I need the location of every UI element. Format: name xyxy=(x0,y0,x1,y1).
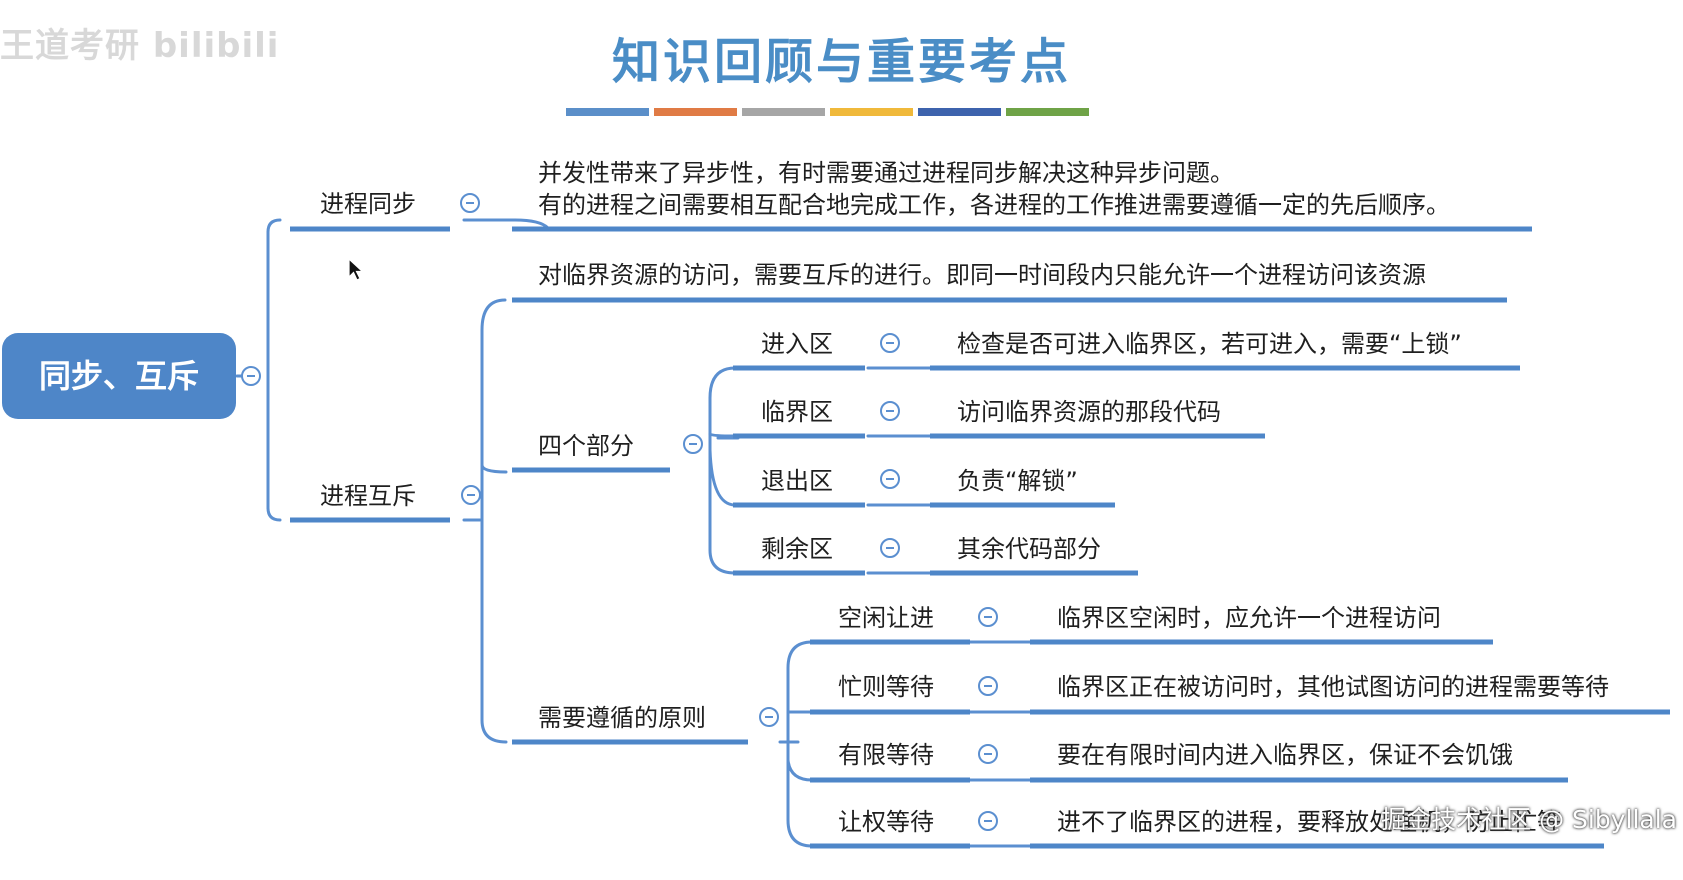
collapse-toggle-icon[interactable] xyxy=(978,811,998,831)
principle-busy-wait-description: 临界区正在被访问时，其他试图访问的进程需要等待 xyxy=(1057,673,1609,701)
node-principle-busy-wait[interactable]: 忙则等待 xyxy=(838,673,934,701)
sync-description-line2: 有的进程之间需要相互配合地完成工作，各进程的工作推进需要遵循一定的先后顺序。 xyxy=(538,191,1450,219)
color-bar-5 xyxy=(918,108,1001,116)
page-title: 知识回顾与重要考点 xyxy=(611,34,1071,90)
watermark-top-left: 王道考研 bilibili xyxy=(0,26,280,66)
critical-section-description: 访问临界资源的那段代码 xyxy=(957,398,1221,426)
collapse-toggle-icon[interactable] xyxy=(241,366,261,386)
color-bar-3 xyxy=(742,108,825,116)
color-bar-1 xyxy=(566,108,649,116)
exit-section-description: 负责“解锁” xyxy=(957,467,1078,495)
node-process-sync[interactable]: 进程同步 xyxy=(320,190,416,218)
principle-idle-enter-description: 临界区空闲时，应允许一个进程访问 xyxy=(1057,604,1441,632)
node-exit-section[interactable]: 退出区 xyxy=(761,467,833,495)
node-principles[interactable]: 需要遵循的原则 xyxy=(538,704,706,732)
remainder-section-description: 其余代码部分 xyxy=(957,535,1101,563)
color-bar-4 xyxy=(830,108,913,116)
collapse-toggle-icon[interactable] xyxy=(880,333,900,353)
sync-description-line1: 并发性带来了异步性，有时需要通过进程同步解决这种异步问题。 xyxy=(538,159,1234,187)
watermark-bottom-right: 掘金技术社区 @ Sibyllala xyxy=(1381,805,1677,834)
collapse-toggle-icon[interactable] xyxy=(978,607,998,627)
node-entry-section[interactable]: 进入区 xyxy=(761,330,833,358)
collapse-toggle-icon[interactable] xyxy=(460,193,480,213)
collapse-toggle-icon[interactable] xyxy=(978,676,998,696)
collapse-toggle-icon[interactable] xyxy=(461,485,481,505)
collapse-toggle-icon[interactable] xyxy=(759,707,779,727)
node-process-mutex[interactable]: 进程互斥 xyxy=(320,482,416,510)
collapse-toggle-icon[interactable] xyxy=(683,434,703,454)
node-principle-bounded-wait[interactable]: 有限等待 xyxy=(838,741,934,769)
color-bar-2 xyxy=(654,108,737,116)
root-node[interactable]: 同步、互斥 xyxy=(2,333,236,419)
node-four-parts[interactable]: 四个部分 xyxy=(538,432,634,460)
principle-bounded-wait-description: 要在有限时间内进入临界区，保证不会饥饿 xyxy=(1057,741,1513,769)
principle-yield-wait-description: 进不了临界区的进程，要释放处理机，防止忙等 xyxy=(1057,808,1561,836)
node-critical-section[interactable]: 临界区 xyxy=(761,398,833,426)
collapse-toggle-icon[interactable] xyxy=(880,538,900,558)
entry-section-description: 检查是否可进入临界区，若可进入，需要“上锁” xyxy=(957,330,1462,358)
collapse-toggle-icon[interactable] xyxy=(880,401,900,421)
collapse-toggle-icon[interactable] xyxy=(880,469,900,489)
collapse-toggle-icon[interactable] xyxy=(978,744,998,764)
mouse-cursor-icon xyxy=(348,258,364,281)
color-bar-6 xyxy=(1006,108,1089,116)
node-principle-idle-enter[interactable]: 空闲让进 xyxy=(838,604,934,632)
node-remainder-section[interactable]: 剩余区 xyxy=(761,535,833,563)
mutex-description: 对临界资源的访问，需要互斥的进行。即同一时间段内只能允许一个进程访问该资源 xyxy=(538,261,1426,289)
node-principle-yield-wait[interactable]: 让权等待 xyxy=(838,808,934,836)
